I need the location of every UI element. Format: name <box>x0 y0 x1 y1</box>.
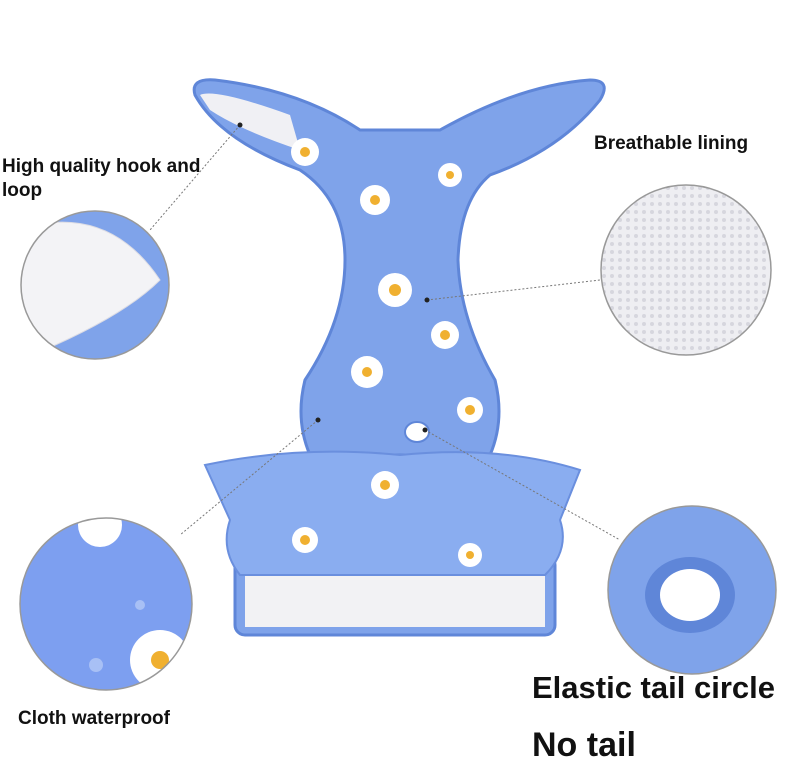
waterproof-detail <box>19 517 193 691</box>
breathable-label: Breathable lining <box>594 133 749 154</box>
waterproof-label: Cloth waterproof <box>18 708 170 729</box>
breathable-lining-detail <box>600 184 772 356</box>
elastic-tail-label: Elastic tail circle <box>532 670 775 705</box>
hook-loop-label: High quality hook and loop <box>2 156 201 201</box>
diaper-body <box>192 78 606 637</box>
hook-loop-detail <box>20 210 170 360</box>
tail-circle-detail <box>607 505 777 675</box>
no-tail-label: No tail <box>532 726 636 764</box>
